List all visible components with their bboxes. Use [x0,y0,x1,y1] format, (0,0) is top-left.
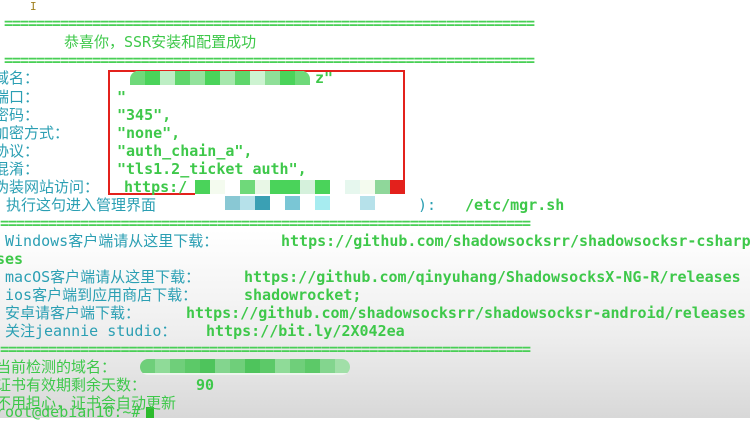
windows-download-label: Windows客户端请从这里下载： [5,232,219,250]
cert-days-value: 90 [196,376,215,394]
separator: ========================================… [4,14,535,32]
encryption-value: "none", [117,124,181,142]
port-label: 端口： [0,88,40,106]
success-title: 恭喜你，SSR安装和配置成功 [64,33,257,51]
manage-suffix: ): [418,196,446,214]
redaction-blur [140,359,350,375]
protocol-value: "auth_chain_a", [117,142,253,160]
follow-link[interactable]: https://bit.ly/2X042ea [206,322,405,340]
android-download-link[interactable]: https://github.com/shadowsocksrr/shadows… [186,304,746,322]
ios-app-name: shadowrocket; [244,286,362,304]
obfs-value: "tls1.2_ticket auth", [117,160,307,178]
follow-label: 关注jeannie studio： [5,322,177,340]
password-value: "345", [117,106,172,124]
domain-value: z" [315,69,334,87]
encryption-label: 加密方式： [0,124,70,142]
protocol-label: 协议： [0,142,40,160]
manage-command: /etc/mgr.sh [465,196,565,214]
redaction-blur [195,180,405,212]
auto-renew-note: 不用担心，证书会自动更新 [0,394,177,412]
terminal-cursor [146,407,154,418]
domain-label: 域名： [0,69,40,87]
disguise-site-value: https:/ [124,178,188,196]
ios-download-label: ios客户端到应用商店下载： [5,286,198,304]
windows-download-link-wrap[interactable]: ses [0,250,24,268]
redaction-blur [130,71,310,87]
obfs-label: 混淆： [0,160,40,178]
checked-domain-label: 当前检测的域名： [0,358,117,376]
macos-download-link[interactable]: https://github.com/qinyuhang/Shadowsocks… [244,268,741,286]
cert-days-label: 证书有效期剩余天数： [0,376,147,394]
shell-prompt: root@debian10:~# [0,403,141,421]
disguise-site-label: 伪装网站访问： [0,178,100,196]
separator: ========================================… [0,214,531,232]
android-download-label: 安卓请客户端下载： [5,304,141,322]
separator: ========================================… [0,340,531,358]
port-value: " [117,88,127,106]
manage-label: 执行这句进入管理界面 [6,196,157,214]
text-cursor-icon: I [30,0,37,13]
password-label: 密码： [0,106,40,124]
windows-download-link[interactable]: https://github.com/shadowsocksrr/shadows… [281,232,750,250]
separator: ========================================… [4,51,535,69]
macos-download-label: macOS客户端请从这里下载： [5,268,201,286]
